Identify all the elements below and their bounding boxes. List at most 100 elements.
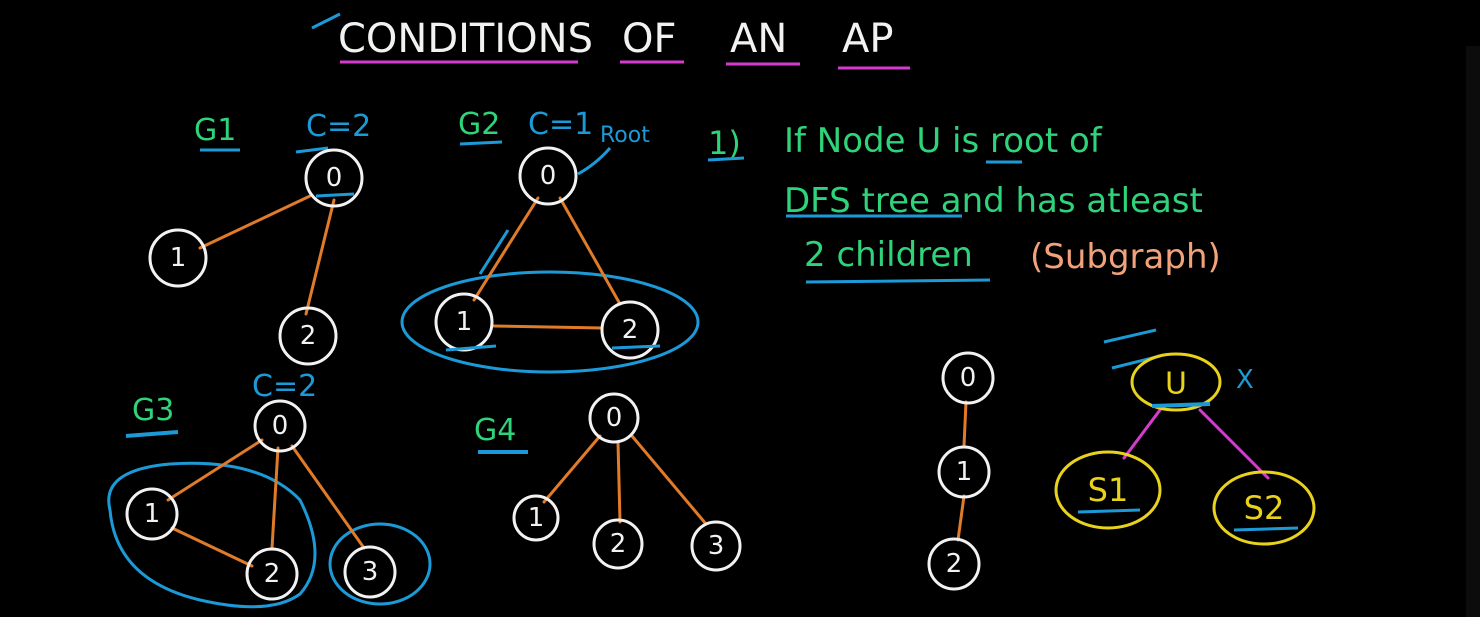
chain-graph: 0 1 2 — [927, 351, 995, 591]
tree-edge-u-s1 — [1122, 408, 1162, 460]
title-tick-mark — [311, 12, 341, 30]
graph-g4-node-1 — [512, 494, 560, 542]
graph-g3-label-underline — [125, 430, 179, 438]
graph-g4-node-3-label: 3 — [708, 531, 725, 561]
graph-g4: G4 0 1 2 3 — [474, 392, 742, 572]
page-title: CONDITIONS OF AN AP — [311, 12, 910, 70]
graph-g3-subgraph-outline-b — [328, 522, 432, 606]
chain-node-1-label: 1 — [956, 457, 973, 487]
graph-g2-subgraph-outline — [400, 270, 700, 374]
graph-g4-node-3 — [690, 520, 742, 572]
graph-g1-annotation-mark — [295, 146, 329, 154]
graph-g1-node-2-label: 2 — [300, 321, 317, 351]
graph-g4-node-1-label: 1 — [528, 503, 545, 533]
graph-g3-edge-1-2 — [170, 526, 254, 568]
condition-1-block: 1) If Node U is root of DFS tree and has… — [707, 121, 1221, 284]
graph-g3-subgraph-outline-a — [107, 461, 317, 609]
condition-line-1: If Node U is root of — [784, 121, 1103, 161]
chain-edge-0-1 — [962, 400, 968, 448]
graph-g2-annotation: C=1 — [528, 107, 593, 142]
graph-g3-edge-0-2 — [270, 446, 280, 550]
graph-g4-edge-0-2 — [616, 440, 622, 524]
graph-g3-annotation: C=2 — [252, 369, 317, 404]
graph-g2-edge-1-2 — [492, 324, 604, 330]
graph-g2-node-2-label: 2 — [622, 315, 639, 345]
graph-g3-node-2 — [245, 547, 299, 601]
chain-node-2-label: 2 — [946, 549, 963, 579]
chain-node-1 — [937, 445, 991, 499]
tree-node-u — [1130, 352, 1222, 412]
graph-g3-node-3 — [343, 545, 397, 599]
graph-g2-node-1-underline — [445, 344, 497, 352]
graph-g3-edge-0-3 — [290, 444, 366, 550]
graph-g3-label: G3 — [132, 393, 174, 428]
graph-g4-edge-0-1 — [542, 434, 602, 504]
graph-g1-label: G1 — [194, 113, 236, 148]
condition-number: 1) — [708, 124, 741, 162]
graph-g4-node-2-label: 2 — [610, 529, 627, 559]
tree-mark-line-1 — [1103, 328, 1157, 344]
graph-g1: G1 C=2 0 1 2 — [148, 109, 371, 366]
graph-g2-edge-0-1 — [472, 196, 540, 302]
graph-g1-node-2 — [278, 306, 338, 366]
graph-g1-edge-0-1 — [198, 194, 312, 250]
graph-g3-node-1-label: 1 — [144, 499, 161, 529]
graph-g1-edge-0-2 — [304, 198, 336, 316]
tree-node-s1-label: S1 — [1088, 471, 1129, 509]
graph-g1-node-1 — [148, 228, 208, 288]
graph-g2-node-0 — [518, 146, 578, 206]
tree-node-s1 — [1054, 450, 1162, 530]
graph-g2-edge-0-2 — [558, 196, 622, 306]
graph-g1-node-1-label: 1 — [170, 243, 187, 273]
graph-g3-node-3-label: 3 — [362, 557, 379, 587]
graph-g4-label: G4 — [474, 413, 516, 448]
graph-g2-root-note: Root — [600, 123, 650, 148]
chain-node-0-label: 0 — [960, 363, 977, 393]
title-word-an: AN — [730, 16, 787, 62]
graph-g2-node-2-underline — [611, 344, 661, 350]
tree-node-s2 — [1212, 470, 1316, 546]
graph-g3-node-1 — [125, 487, 179, 541]
subgraph-tree: U X S1 S2 — [1054, 328, 1316, 546]
condition-children-underline — [805, 278, 991, 284]
graph-g2-label-underline — [459, 140, 503, 146]
title-word-of: OF — [622, 16, 677, 62]
graph-g4-node-0-label: 0 — [606, 403, 623, 433]
chain-edge-1-2 — [956, 494, 966, 542]
graph-g3-node-0-label: 0 — [272, 411, 289, 441]
tree-cross-mark: X — [1236, 365, 1254, 395]
tree-node-s1-underline — [1077, 508, 1141, 514]
graph-g4-node-2 — [592, 518, 644, 570]
tree-edge-u-s2 — [1198, 408, 1270, 480]
condition-number-underline — [707, 156, 745, 162]
graph-g2-label: G2 — [458, 107, 500, 142]
graph-g3-edge-0-1 — [166, 438, 264, 502]
chain-node-0 — [941, 351, 995, 405]
tree-node-u-underline — [1151, 402, 1211, 408]
condition-line-3: 2 children — [804, 235, 973, 275]
title-word-conditions: CONDITIONS — [338, 16, 593, 62]
graph-g2-pointer-arrow — [478, 229, 510, 275]
graph-g2-node-1-label: 1 — [456, 307, 473, 337]
tree-node-s2-label: S2 — [1244, 489, 1285, 527]
tree-node-u-label: U — [1165, 367, 1187, 402]
graph-g2-node-0-label: 0 — [540, 161, 557, 191]
tree-node-s2-underline — [1233, 526, 1299, 532]
graph-g3-node-0 — [253, 399, 307, 453]
graph-g1-node-0-underline — [315, 192, 355, 198]
graph-g1-node-0-label: 0 — [326, 163, 343, 193]
title-word-ap: AP — [842, 16, 893, 62]
graph-g3-node-2-label: 2 — [264, 559, 281, 589]
graph-g1-annotation: C=2 — [306, 109, 371, 144]
graph-g4-node-0 — [588, 392, 640, 444]
chain-node-2 — [927, 537, 981, 591]
graph-g1-node-0 — [304, 148, 364, 208]
graph-g3: G3 C=2 0 1 2 3 — [107, 369, 432, 609]
graph-g2-root-arrow — [577, 147, 612, 176]
graph-g2-node-2 — [600, 300, 660, 360]
graph-g2: G2 C=1 Root 0 1 2 — [400, 107, 700, 374]
condition-subgraph-note: (Subgraph) — [1030, 237, 1221, 277]
right-edge-strip — [1466, 46, 1480, 617]
